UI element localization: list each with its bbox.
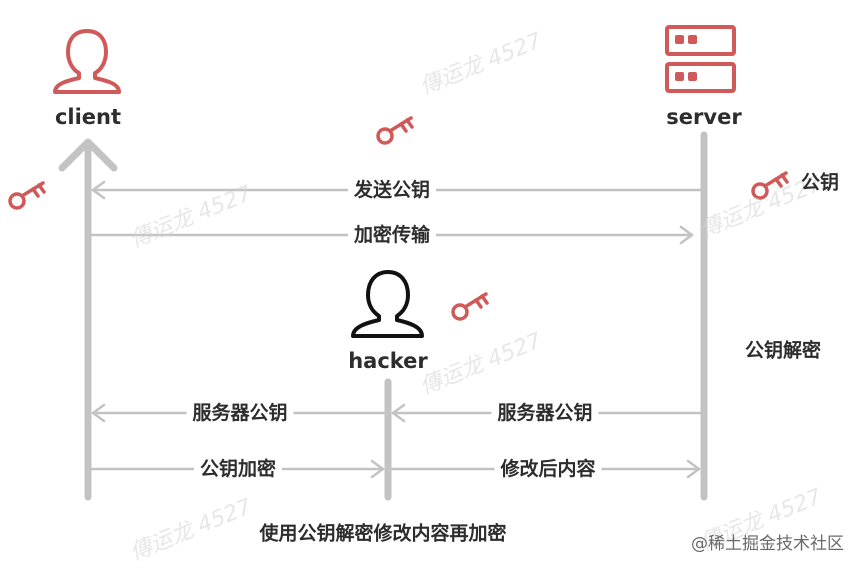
bottom-caption: 使用公钥解密修改内容再加密 bbox=[259, 522, 507, 545]
message-modified-content: 修改后内容 bbox=[494, 457, 602, 481]
client-person-icon bbox=[53, 29, 121, 94]
message-server-public-key-left: 服务器公钥 bbox=[186, 401, 294, 425]
message-send-public-key: 发送公钥 bbox=[347, 178, 437, 202]
hacker-label: hacker bbox=[348, 349, 428, 373]
server-rack-icon bbox=[665, 25, 736, 93]
key-icon bbox=[376, 116, 414, 145]
hacker-person-icon bbox=[351, 270, 424, 338]
client-lifeline-arrowhead bbox=[58, 138, 118, 172]
client-label: client bbox=[54, 105, 122, 129]
credit-text: @稀土掘金技术社区 bbox=[691, 534, 844, 554]
message-server-public-key-right: 服务器公钥 bbox=[491, 401, 599, 425]
message-encrypted-transfer: 加密传输 bbox=[347, 223, 437, 247]
server-public-key-note: 公钥 bbox=[800, 171, 840, 194]
server-label: server bbox=[666, 105, 742, 129]
server-decrypt-note: 公钥解密 bbox=[744, 339, 822, 362]
key-icon bbox=[451, 292, 489, 321]
key-icon bbox=[8, 181, 46, 210]
message-public-key-encrypt: 公钥加密 bbox=[193, 457, 283, 481]
